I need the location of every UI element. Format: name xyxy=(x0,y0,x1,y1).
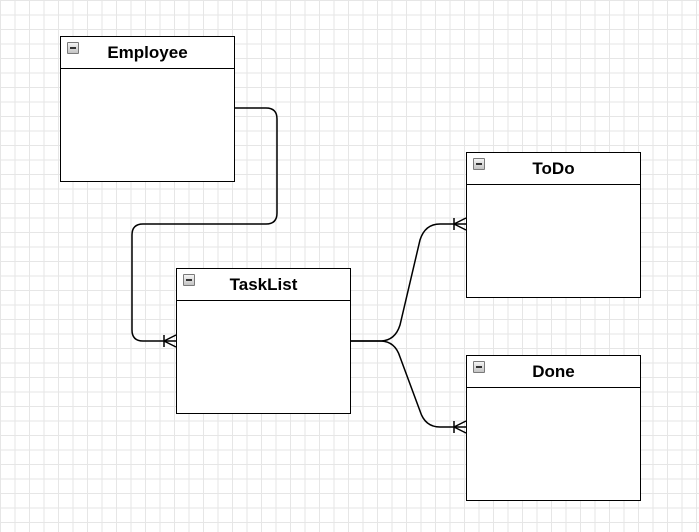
entity-todo[interactable]: ToDo xyxy=(466,152,641,298)
entity-employee-body[interactable] xyxy=(61,69,234,181)
connector-tasklist-todo[interactable] xyxy=(350,223,466,342)
collapse-icon[interactable] xyxy=(473,158,485,170)
entity-employee-header[interactable]: Employee xyxy=(61,37,234,69)
entity-done-body[interactable] xyxy=(467,388,640,500)
entity-tasklist[interactable]: TaskList xyxy=(176,268,351,414)
entity-todo-header[interactable]: ToDo xyxy=(467,153,640,185)
crowfoot-done xyxy=(453,420,467,434)
collapse-icon[interactable] xyxy=(183,274,195,286)
entity-done[interactable]: Done xyxy=(466,355,641,501)
entity-done-title: Done xyxy=(532,361,575,381)
entity-tasklist-title: TaskList xyxy=(229,274,298,294)
entity-tasklist-body[interactable] xyxy=(177,301,350,413)
crowfoot-todo xyxy=(453,217,467,231)
entity-done-header[interactable]: Done xyxy=(467,356,640,388)
entity-todo-body[interactable] xyxy=(467,185,640,297)
collapse-icon[interactable] xyxy=(473,361,485,373)
entity-todo-title: ToDo xyxy=(532,158,575,178)
entity-tasklist-header[interactable]: TaskList xyxy=(177,269,350,301)
connector-tasklist-done[interactable] xyxy=(350,340,466,428)
collapse-icon[interactable] xyxy=(67,42,79,54)
entity-employee[interactable]: Employee xyxy=(60,36,235,182)
entity-employee-title: Employee xyxy=(107,42,188,62)
crowfoot-tasklist-employee xyxy=(163,334,177,348)
